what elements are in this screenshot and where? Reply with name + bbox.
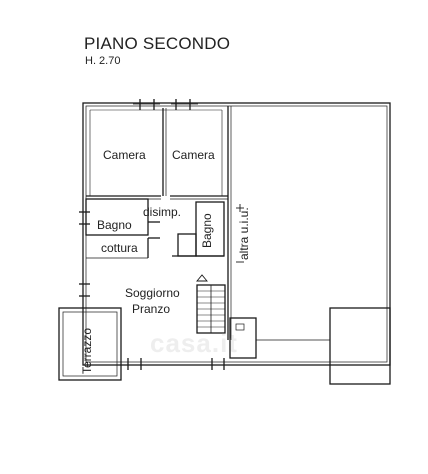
room-pranzo: Pranzo (132, 302, 171, 316)
label-altra-uiu: altra u.i.u. (237, 207, 251, 260)
watermark-logo: casa.it (150, 328, 238, 358)
room-bagno-1: Bagno (97, 218, 132, 232)
outer-wall (82, 102, 391, 366)
room-camera-1: Camera (103, 148, 146, 162)
bagno-1-walls (85, 198, 149, 236)
room-soggiorno: Soggiorno (125, 286, 180, 300)
terrazzo-walls (58, 307, 122, 381)
right-balcony (329, 307, 391, 385)
room-disimpegno: disimp. (143, 205, 182, 219)
room-camera-2: Camera (172, 148, 215, 162)
ceiling-height: H. 2.70 (85, 55, 121, 67)
room-cottura: cottura (101, 241, 138, 255)
room-bagno-2: Bagno (200, 213, 214, 248)
plan-title: PIANO SECONDO (84, 34, 231, 53)
room-terrazzo: Terrazzo (80, 327, 94, 374)
